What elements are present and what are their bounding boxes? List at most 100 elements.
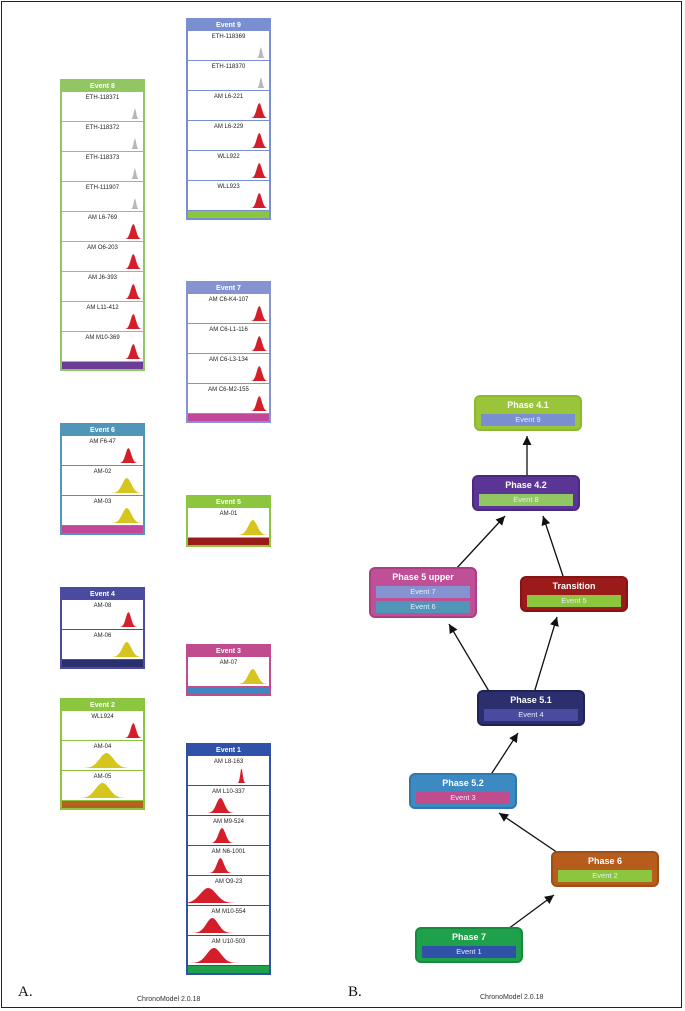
date-distribution: AM L10-337 [188,786,269,816]
density-peak [188,193,269,208]
date-label: AM L11-412 [86,305,119,311]
phase-event-chip: Event 3 [416,792,510,804]
density-curve [62,108,143,119]
density-curve [62,224,143,239]
density-peak [62,108,143,119]
density-peak [188,103,269,118]
date-label: WLL923 [217,184,240,190]
date-distribution: AM M10-554 [188,906,269,936]
phase-title: Phase 7 [451,932,487,942]
density-peak [188,396,269,411]
date-label: AM L6-769 [87,215,118,221]
event-title: Event 4 [62,589,143,600]
date-label: AM M9-524 [212,819,244,825]
phase-event-chip: Event 6 [376,601,470,613]
density-peak [62,448,143,463]
date-label: ETH-118373 [85,155,120,161]
date-label: AM L8-163 [213,759,244,765]
phase-event-chip: Event 1 [422,946,516,958]
phase-title: Phase 5 upper [392,572,454,582]
edge-arrow [489,732,519,777]
date-distribution: AM J6-393 [62,272,143,302]
phase-event-chip: Event 8 [479,494,573,506]
date-distribution: AM C6-L1-116 [188,324,269,354]
edge-arrow [448,623,491,694]
event-color-bar [62,362,143,369]
density-curve [188,669,269,684]
density-peak [188,520,269,535]
event-title: Event 2 [62,700,143,711]
density-peak [62,612,143,627]
date-distribution: AM M9-524 [188,816,269,846]
date-label: AM M10-554 [211,909,246,915]
density-peak [62,753,143,768]
density-curve [188,888,269,903]
density-peak [62,642,143,657]
date-label: AM O9-23 [214,879,243,885]
edge-arrow [533,616,559,694]
phase-event-chip: Event 7 [376,586,470,598]
date-label: AM-01 [219,511,238,517]
density-curve [62,284,143,299]
phase-event-chip: Event 4 [484,709,578,721]
density-peak [62,344,143,359]
event-title: Event 9 [188,20,269,31]
density-peak [188,133,269,148]
date-distribution: AM-07 [188,657,269,687]
date-distribution: WLL923 [188,181,269,211]
date-label: AM L6-221 [213,94,244,100]
density-curve [62,314,143,329]
date-label: AM L6-229 [213,124,244,130]
density-peak [62,168,143,179]
density-peak [62,284,143,299]
date-distribution: ETH-118369 [188,31,269,61]
date-distribution: AM C6-K4-107 [188,294,269,324]
phase-event-chip: Event 2 [558,870,652,882]
density-curve [188,948,269,963]
density-curve [62,344,143,359]
panel-a-footer: ChronoModel 2.0.18 [137,996,201,1003]
date-label: WLL924 [91,714,114,720]
density-peak [62,138,143,149]
density-peak [188,336,269,351]
date-label: WLL922 [217,154,240,160]
phase-title: Phase 4.2 [505,480,547,490]
phase-title: Phase 6 [587,856,623,866]
event-color-bar [62,801,143,808]
density-peak [188,888,269,903]
density-curve [62,198,143,209]
date-distribution: AM-04 [62,741,143,771]
event-title: Event 8 [62,81,143,92]
date-label: AM-04 [93,744,112,750]
phase-node: Phase 6 Event 2 [551,851,659,887]
panel-b-footer: ChronoModel 2.0.18 [480,994,544,1001]
density-peak [188,163,269,178]
date-distribution: AM-06 [62,630,143,660]
date-label: AM-05 [93,774,112,780]
event-color-bar [62,660,143,667]
phase-title: Phase 4.1 [507,400,549,410]
date-label: AM-08 [93,603,112,609]
edge-arrow [454,515,506,571]
density-curve [62,723,143,738]
density-peak [188,669,269,684]
date-distribution: AM C6-M2-155 [188,384,269,414]
date-label: ETH-118371 [85,95,120,101]
date-distribution: AM C6-L3-134 [188,354,269,384]
date-label: AM F6-47 [89,439,116,445]
date-label: ETH-118370 [211,64,246,70]
density-curve [62,753,143,768]
density-curve [62,478,143,493]
date-distribution: WLL922 [188,151,269,181]
phase-node: Phase 7 Event 1 [415,927,523,963]
density-curve [62,448,143,463]
density-curve [188,366,269,381]
